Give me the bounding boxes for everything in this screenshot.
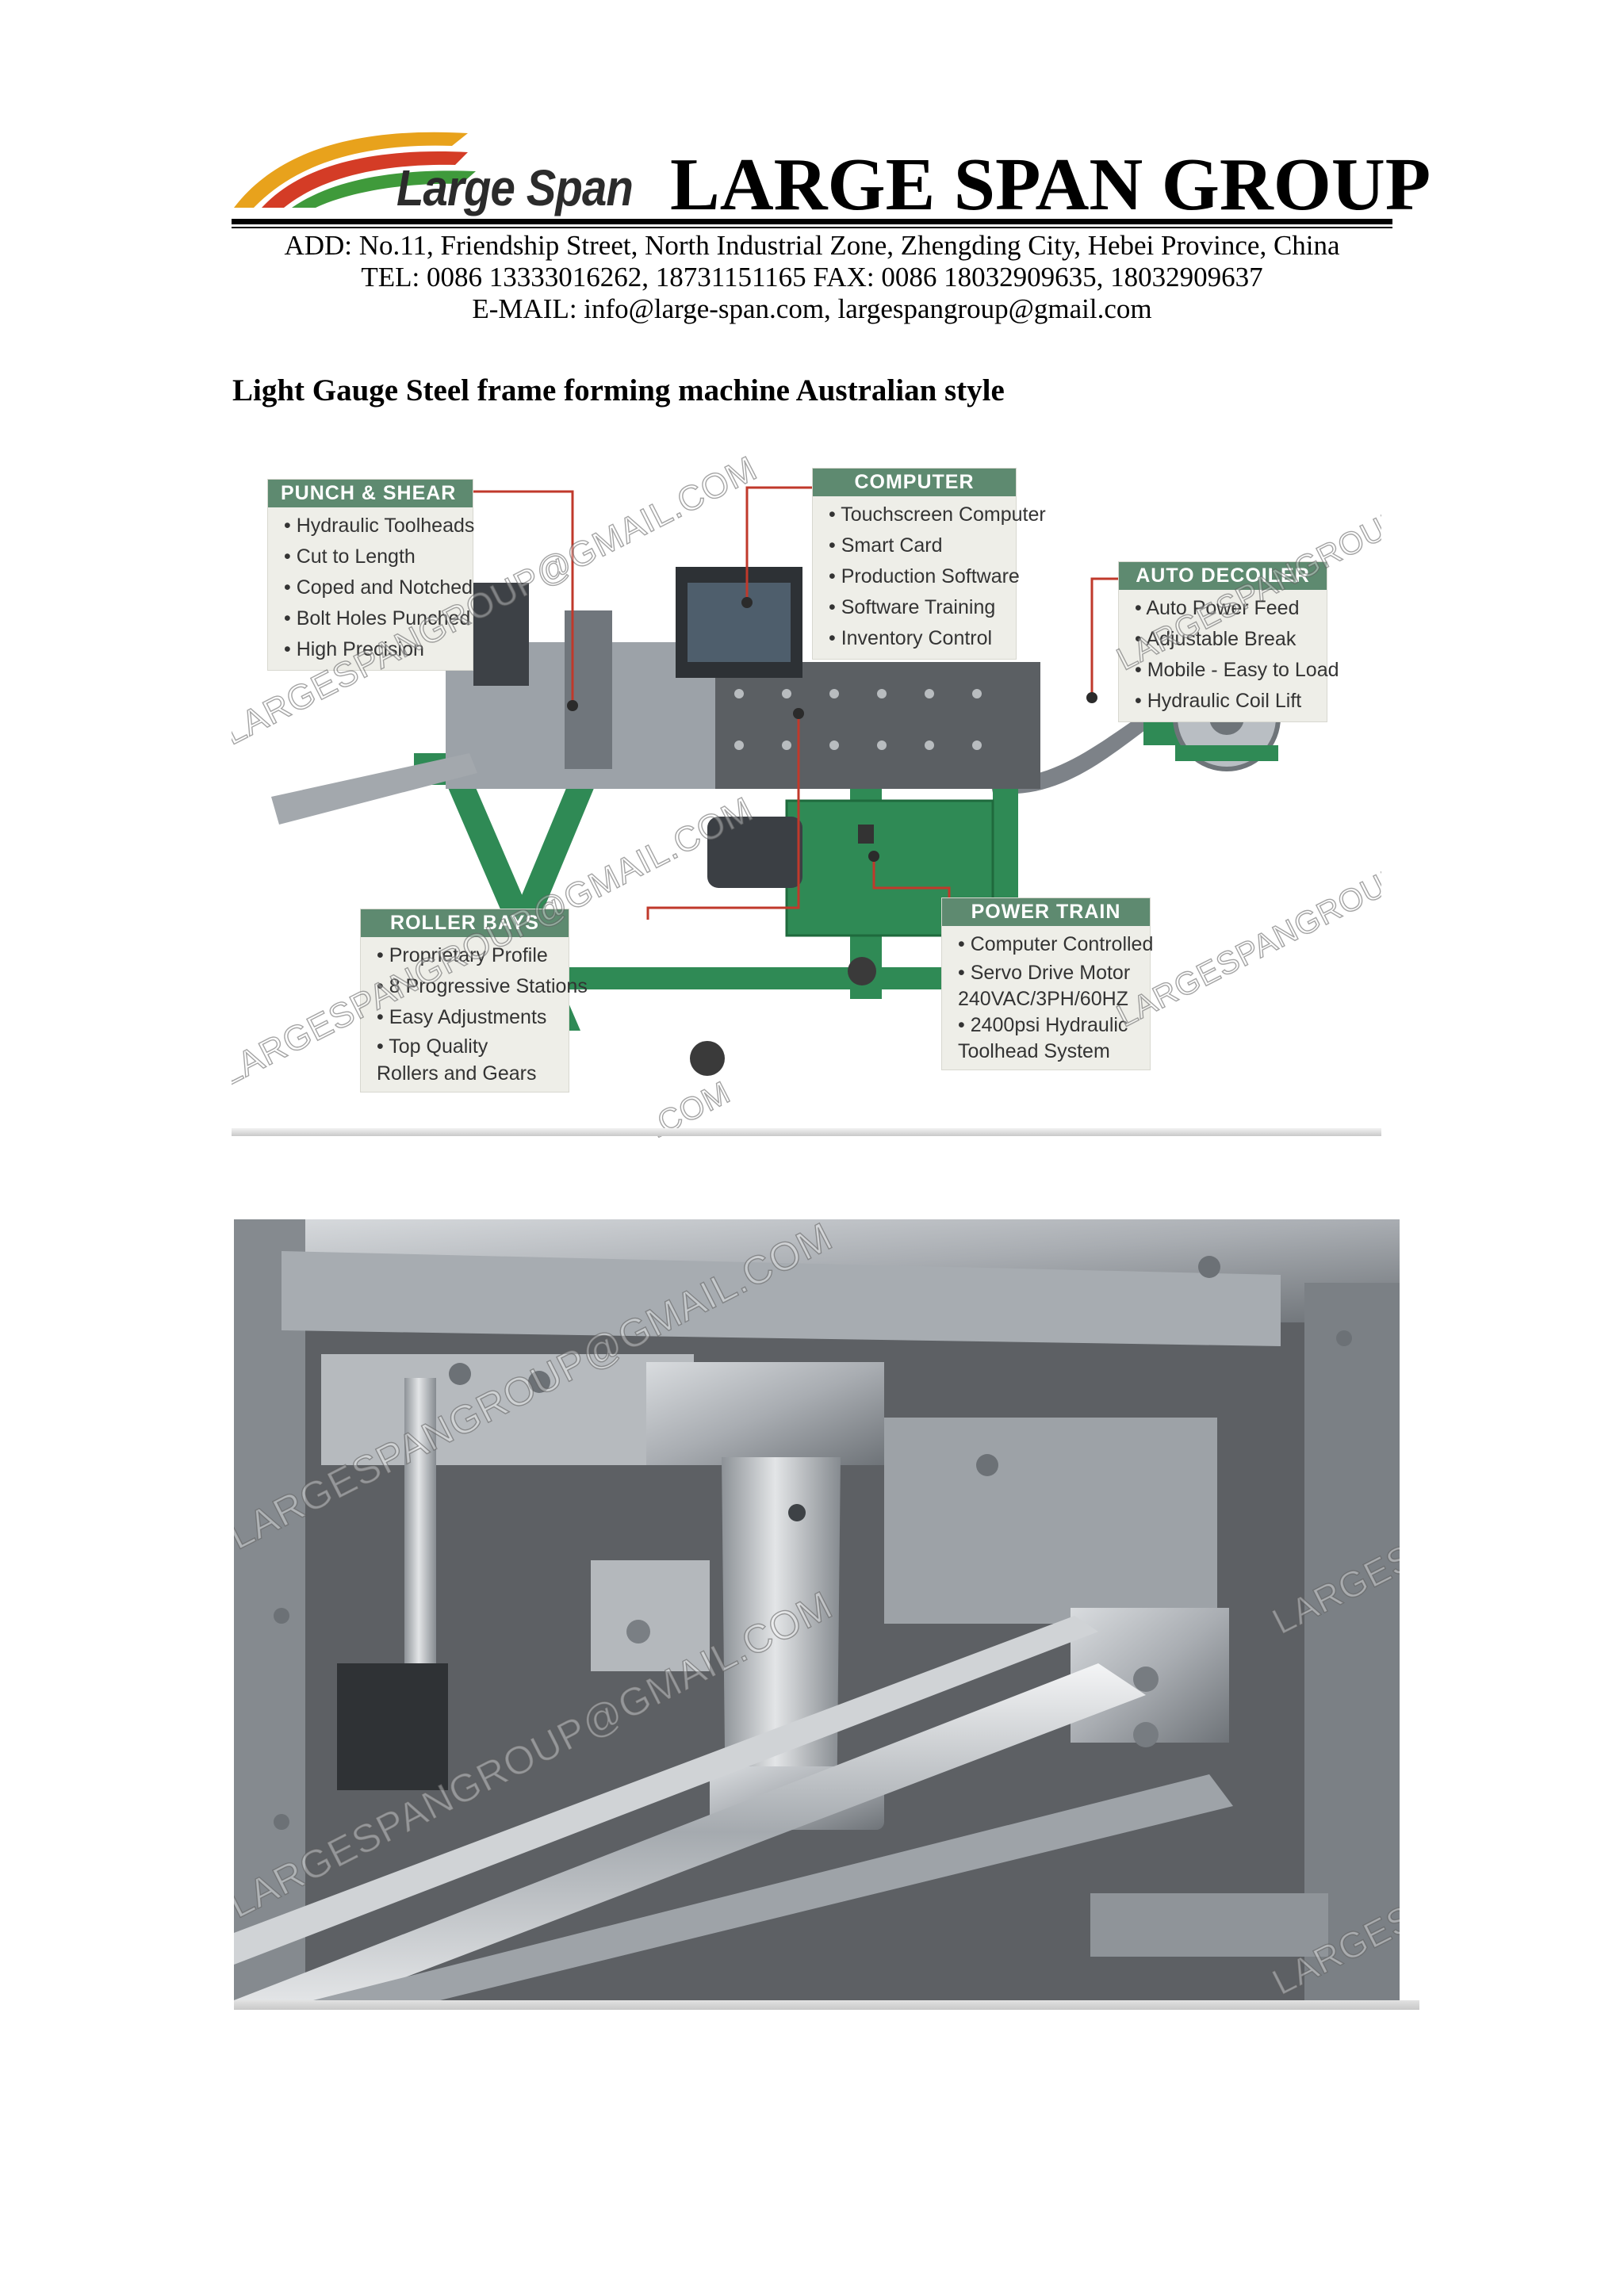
callout-computer-title: COMPUTER xyxy=(813,469,1016,496)
company-email: E-MAIL: info@large-span.com, largespangr… xyxy=(472,293,1152,324)
callout-item: 2400psi Hydraulic Toolhead System xyxy=(958,1012,1132,1065)
punch-tooling-closeup-image: LARGESPANGROUP@GMAIL.COM LARGESPANGROUP@… xyxy=(234,1219,1400,2000)
callout-auto-decoiler: AUTO DECOILER Auto Power Feed Adjustable… xyxy=(1118,561,1339,722)
callout-auto-decoiler-title: AUTO DECOILER xyxy=(1119,562,1327,590)
callout-power-train-title: POWER TRAIN xyxy=(942,898,1150,926)
callout-item: Software Training xyxy=(829,592,1008,623)
callout-item: Proprietary Profile xyxy=(377,940,561,971)
callout-item: Cut to Length xyxy=(284,541,465,572)
callout-punch-shear-title: PUNCH & SHEAR xyxy=(268,480,473,507)
callout-item: Servo Drive Motor 240VAC/3PH/60HZ xyxy=(958,960,1132,1012)
company-name: LARGE SPAN GROUP xyxy=(670,144,1431,226)
callout-item: Hydraulic Coil Lift xyxy=(1135,686,1319,717)
callout-item: Adjustable Break xyxy=(1135,624,1319,655)
callout-item: 8 Progressive Stations xyxy=(377,971,588,1002)
logo-wordmark: Large Span xyxy=(396,159,634,216)
callout-item: High Precision xyxy=(284,634,465,665)
callout-item: Mobile - Easy to Load xyxy=(1135,655,1339,686)
company-logo xyxy=(234,132,476,208)
company-address: ADD: No.11, Friendship Street, North Ind… xyxy=(284,230,1340,261)
callout-item: Bolt Holes Punched xyxy=(284,603,471,634)
callout-item: Touchscreen Computer xyxy=(829,499,1045,530)
callout-roller-bays-title: ROLLER BAYS xyxy=(361,909,569,937)
callout-item: Smart Card xyxy=(829,530,1008,561)
callout-item: Top Quality Rollers and Gears xyxy=(377,1033,551,1087)
callout-roller-bays: ROLLER BAYS Proprietary Profile 8 Progre… xyxy=(360,909,588,1093)
callout-item: Coped and Notched xyxy=(284,572,473,603)
callout-item: Auto Power Feed xyxy=(1135,593,1319,624)
header-rule xyxy=(232,219,1392,224)
header-rule-thin xyxy=(232,227,1392,228)
callout-computer: COMPUTER Touchscreen Computer Smart Card… xyxy=(812,468,1046,660)
image-shadow xyxy=(234,2000,1419,2010)
callout-item: Hydraulic Toolheads xyxy=(284,511,475,541)
callout-punch-shear: PUNCH & SHEAR Hydraulic Toolheads Cut to… xyxy=(267,479,475,671)
callout-item: Production Software xyxy=(829,561,1020,592)
machine-overview-image: PUNCH & SHEAR Hydraulic Toolheads Cut to… xyxy=(232,412,1381,1138)
company-phone: TEL: 0086 13333016262, 18731151165 FAX: … xyxy=(361,262,1263,293)
callout-item: Computer Controlled xyxy=(958,929,1154,960)
closeup-illustration xyxy=(234,1219,1400,2000)
callout-power-train: POWER TRAIN Computer Controlled Servo Dr… xyxy=(941,897,1154,1070)
image-shadow xyxy=(232,1128,1381,1136)
page-title: Light Gauge Steel frame forming machine … xyxy=(232,373,1005,408)
callout-item: Inventory Control xyxy=(829,623,1008,654)
callout-item: Easy Adjustments xyxy=(377,1002,561,1033)
